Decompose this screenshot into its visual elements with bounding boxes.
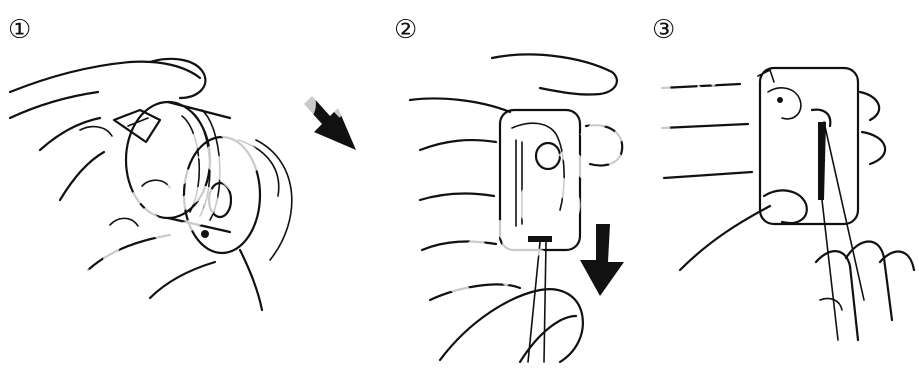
watermark-main-text: vicisiroje (1, 0, 411, 368)
watermark-secondary-text: STROJE.cz (369, 4, 758, 368)
step-3-bobbin-case (758, 68, 864, 340)
step-1-number: ① (8, 15, 31, 45)
watermark: vicisiroje STROJE.cz (1, 0, 757, 368)
